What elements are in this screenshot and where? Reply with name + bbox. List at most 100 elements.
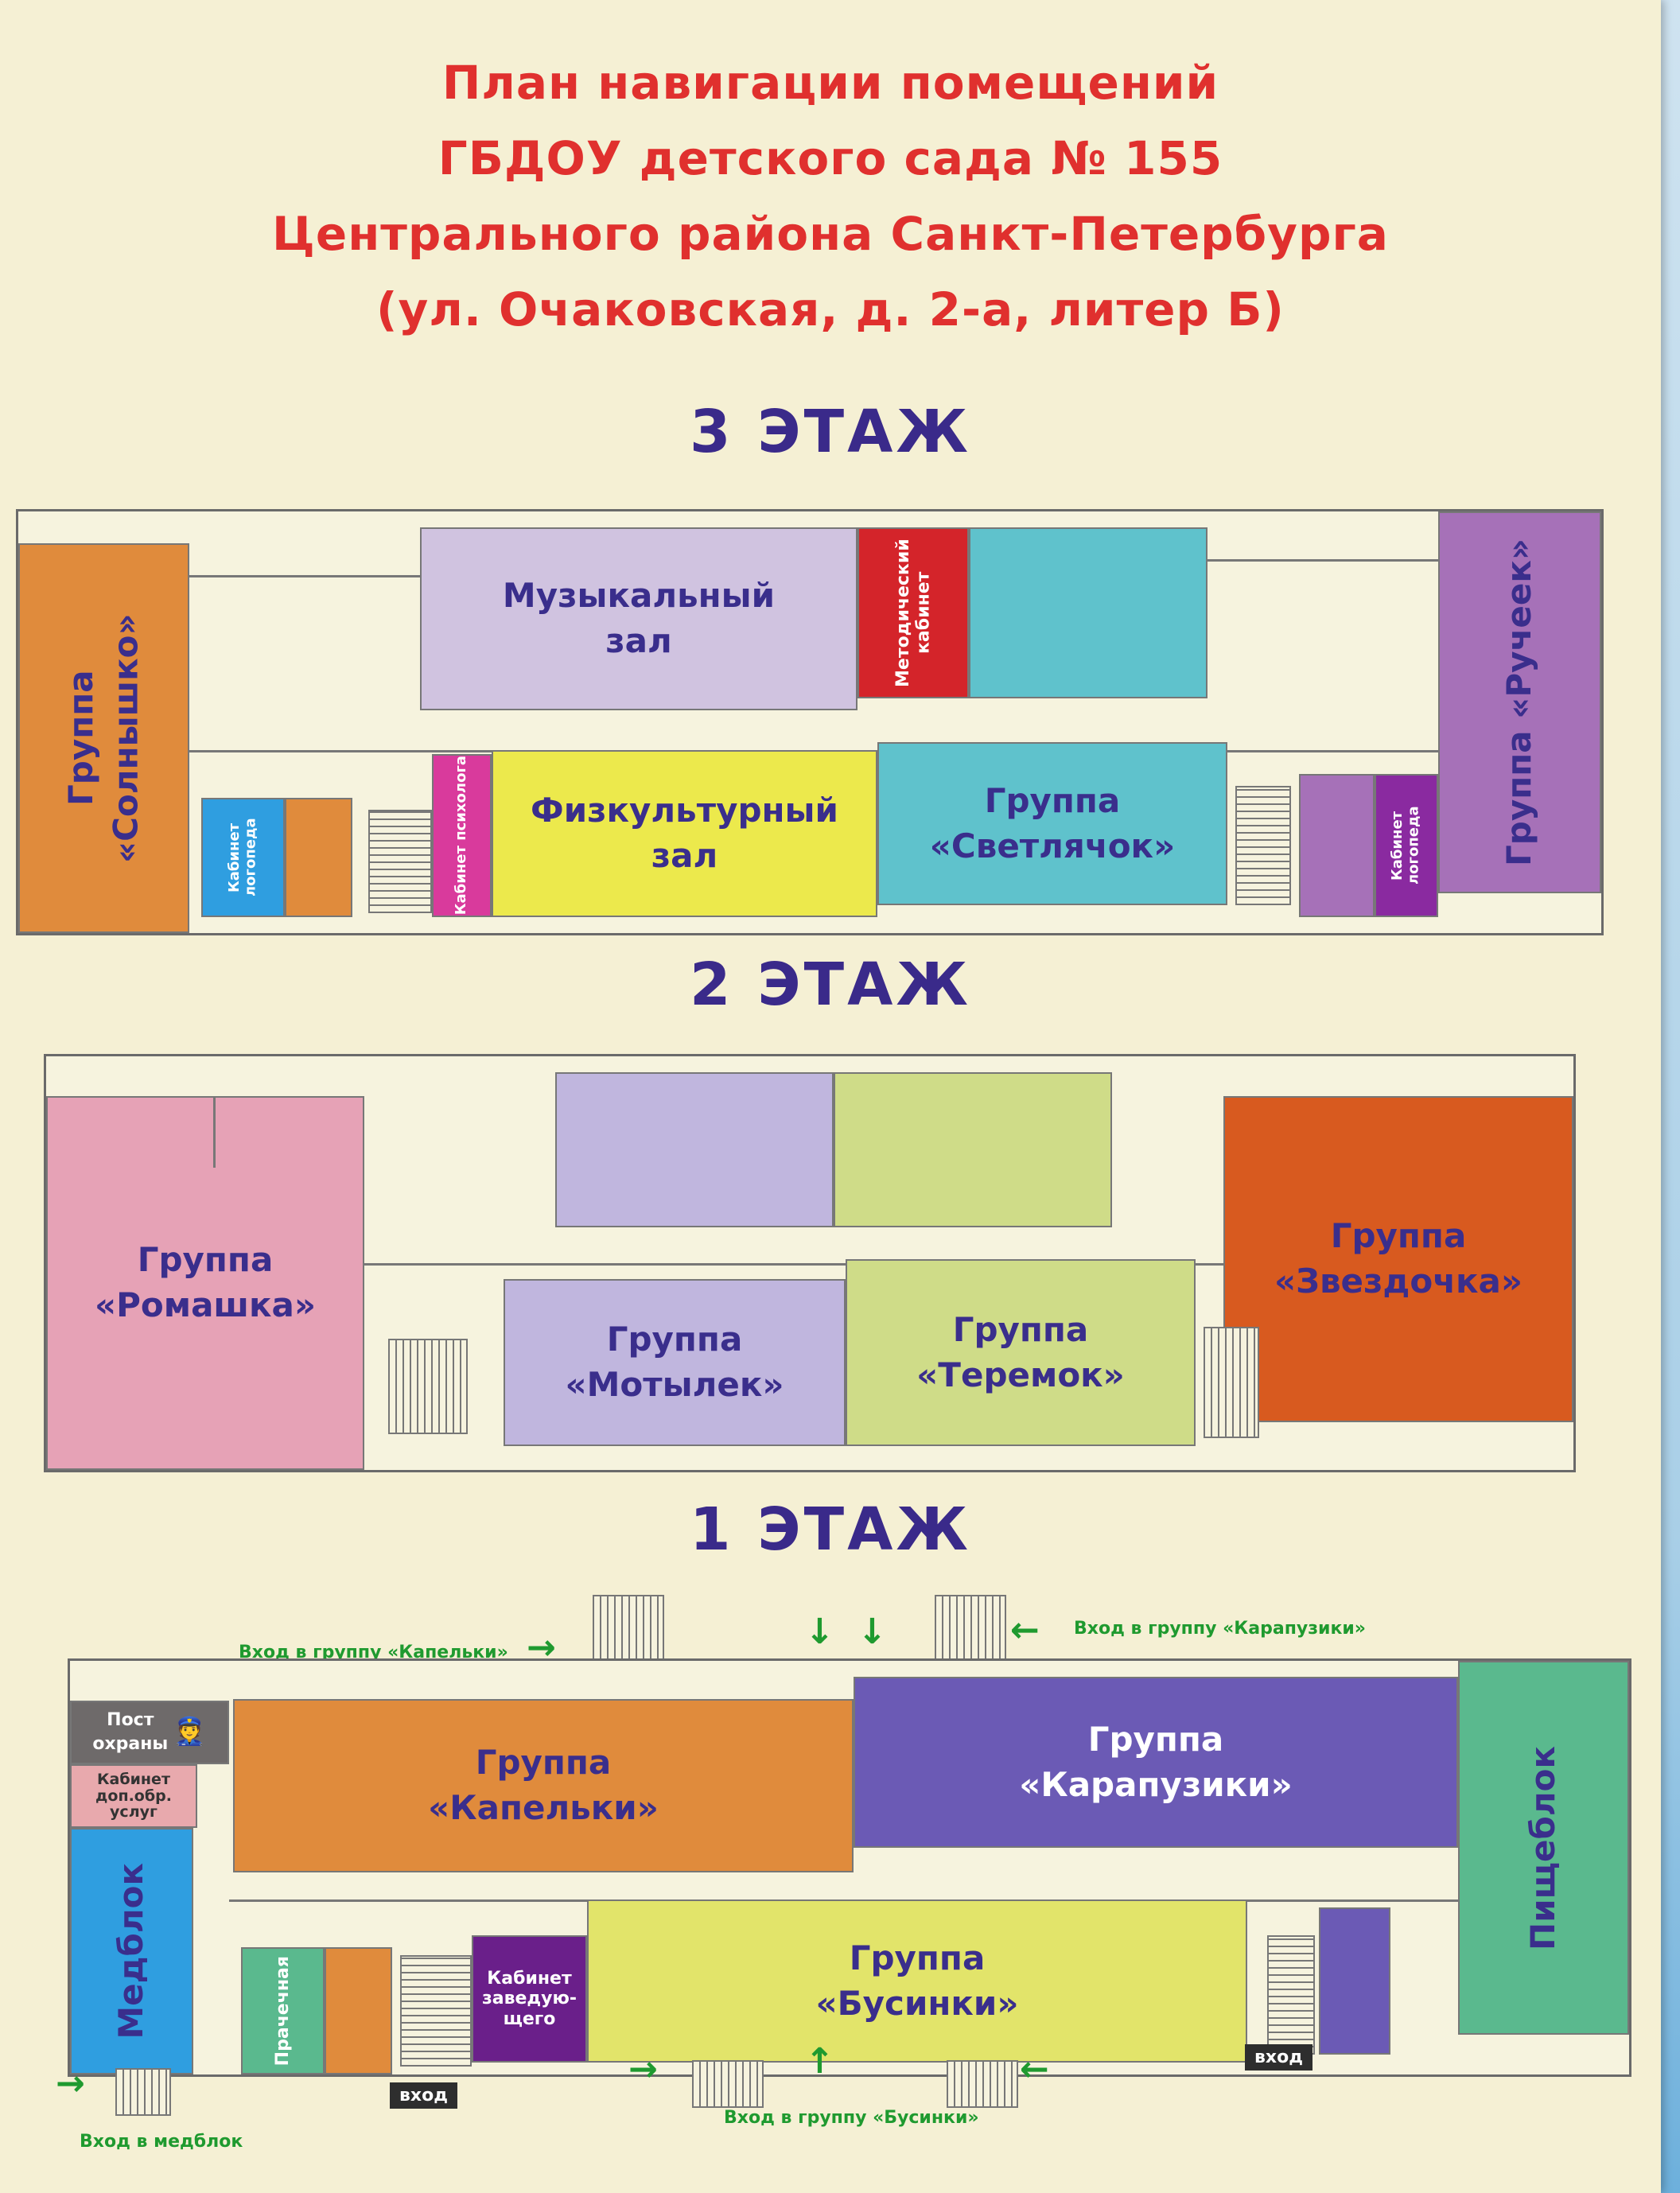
room-label: Пищеблок xyxy=(1523,1745,1563,1950)
room-group-kapelki: Группа «Капельки» xyxy=(233,1699,854,1872)
room-label: Группа xyxy=(1087,1719,1224,1759)
room-label: Группа xyxy=(475,1743,612,1783)
stairs xyxy=(1235,786,1291,905)
room-label: Прачечная xyxy=(272,1955,293,2067)
arrow-down-icon: ↓ xyxy=(805,1612,834,1652)
arrow-right-icon: → xyxy=(628,2049,658,2090)
room-label: Кабинет логопеда xyxy=(225,818,259,897)
entrance-badge: вход xyxy=(390,2082,457,2109)
room-psychologist: Кабинет психолога xyxy=(432,754,492,917)
arrow-left-icon: ← xyxy=(1010,1610,1040,1651)
room-small-orange xyxy=(325,1947,392,2074)
room-label: Группа xyxy=(984,780,1121,820)
room-label: Кабинет психолога xyxy=(453,756,470,916)
room-label: Группа xyxy=(952,1309,1089,1349)
room-music-hall: Музыкальный зал xyxy=(420,527,858,710)
room-label: доп.обр. xyxy=(95,1787,172,1805)
room-label: «Карапузики» xyxy=(1019,1764,1293,1804)
floor-2-heading: 2 ЭТАЖ xyxy=(690,951,971,1019)
room-small-orange xyxy=(285,798,352,917)
room-label: Кабинет xyxy=(97,1770,170,1788)
room-label: Группа xyxy=(849,1938,986,1977)
room-purple-upper xyxy=(555,1072,834,1227)
floor-2-plan: Группа «Ромашка» Группа «Звездочка» Группа… xyxy=(44,1054,1576,1472)
title-line-2: ГБДОУ детского сада № 155 xyxy=(438,131,1223,185)
room-medblok: Медблок xyxy=(70,1828,193,2074)
arrow-down-icon: ↓ xyxy=(858,1612,887,1652)
room-label: «Ромашка» xyxy=(94,1285,317,1324)
room-small-purple xyxy=(1299,774,1375,917)
arrow-left-icon: ← xyxy=(1020,2049,1049,2090)
room-label: «Капельки» xyxy=(428,1788,659,1827)
room-label: Методический кабинет xyxy=(892,539,933,687)
wall xyxy=(213,1096,216,1168)
room-label: Группа xyxy=(606,1320,743,1359)
room-group-rucheek: Группа «Ручеек» xyxy=(1438,511,1601,893)
room-green-upper xyxy=(834,1072,1112,1227)
room-label: Кабинет xyxy=(487,1969,572,1989)
room-label: услуг xyxy=(110,1803,158,1822)
room-small-violet xyxy=(1319,1907,1390,2055)
room-teal-upper xyxy=(969,527,1208,698)
room-label: зал xyxy=(605,621,672,660)
room-group-svetlyachok: Группа «Светлячок» xyxy=(877,742,1227,905)
corridor-wall xyxy=(364,1263,1223,1266)
title-line-1: План навигации помещений xyxy=(441,56,1219,110)
room-group-zvezdochka: Группа «Звездочка» xyxy=(1223,1096,1573,1422)
room-label: «Светлячок» xyxy=(929,826,1176,865)
stairs xyxy=(400,1955,472,2067)
room-label: Группа «Солнышко» xyxy=(60,613,146,863)
room-logoped-right: Кабинет логопеда xyxy=(1375,774,1438,917)
room-label: «Бусинки» xyxy=(815,1983,1019,2023)
entrance-medblok-label: Вход в медблок xyxy=(80,2132,243,2152)
stairs xyxy=(1204,1327,1259,1438)
room-label: щего xyxy=(503,2008,556,2029)
entrance-badge: вход xyxy=(1245,2044,1312,2071)
stairs-entrance xyxy=(115,2068,171,2116)
room-sports-hall: Физкультурный зал xyxy=(492,750,877,917)
room-label: Группа xyxy=(1330,1216,1467,1256)
stairs-entrance xyxy=(692,2060,764,2108)
title-line-3: Центрального района Санкт-Петербурга xyxy=(272,207,1389,261)
room-label: «Мотылек» xyxy=(565,1365,784,1404)
entrance-karapuziki-label: Вход в группу «Карапузики» xyxy=(1074,1619,1366,1639)
floor-3-heading: 3 ЭТАЖ xyxy=(690,398,971,466)
floor-3-plan: Группа «Солнышко» Музыкальный зал Методич… xyxy=(16,509,1604,935)
room-group-karapuziki: Группа «Карапузики» xyxy=(854,1677,1458,1848)
room-label: Кабинет логопеда xyxy=(1389,806,1422,885)
stairs xyxy=(368,810,432,913)
room-label: Группа xyxy=(137,1240,274,1280)
room-label: Пост xyxy=(107,1710,154,1731)
room-label: заведую- xyxy=(481,1989,578,2009)
title-line-4: (ул. Очаковская, д. 2-а, литер Б) xyxy=(376,282,1285,336)
room-label: Группа «Ручеек» xyxy=(1499,539,1539,866)
room-label: Музыкальный xyxy=(502,576,776,616)
room-label: Медблок xyxy=(111,1863,151,2039)
stairs-entrance xyxy=(947,2060,1018,2108)
guard-icon: 👮 xyxy=(173,1716,207,1748)
room-method-office: Методический кабинет xyxy=(858,527,969,698)
room-pishcheblok: Пищеблок xyxy=(1458,1661,1629,2035)
room-label: Физкультурный xyxy=(531,791,838,830)
room-group-motylek: Группа «Мотылек» xyxy=(504,1279,846,1446)
wall xyxy=(1208,559,1438,562)
room-group-businki: Группа «Бусинки» xyxy=(587,1899,1247,2063)
room-label: зал xyxy=(651,836,718,875)
stairs xyxy=(1267,1935,1315,2055)
room-label: охраны xyxy=(92,1734,169,1754)
room-label: «Звездочка» xyxy=(1274,1262,1523,1301)
room-group-teremok: Группа «Теремок» xyxy=(846,1259,1196,1446)
room-label: «Теремок» xyxy=(916,1355,1125,1394)
room-group-romashka: Группа «Ромашка» xyxy=(46,1096,364,1470)
room-laundry: Прачечная xyxy=(241,1947,325,2074)
arrow-right-icon: → xyxy=(56,2063,85,2104)
room-logoped-left: Кабинет логопеда xyxy=(201,798,285,917)
entrance-businki-label: Вход в группу «Бусинки» xyxy=(724,2108,979,2128)
wall xyxy=(189,575,420,577)
arrow-up-icon: ↑ xyxy=(805,2041,834,2082)
floor-1-heading: 1 ЭТАЖ xyxy=(690,1495,971,1564)
